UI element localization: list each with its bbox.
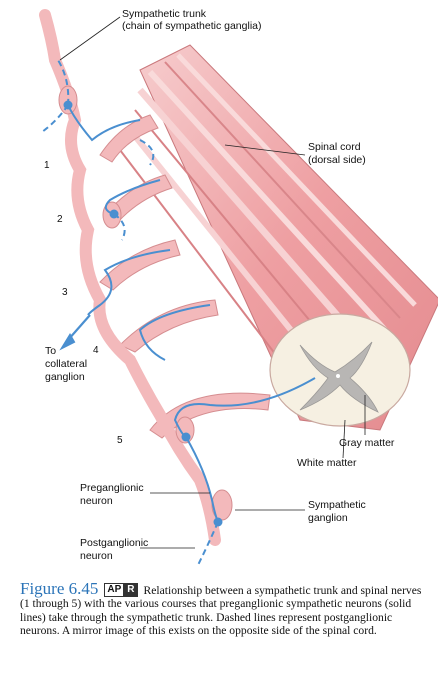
nerve-number-2: 2 <box>57 214 63 225</box>
nerve-number-5: 5 <box>117 435 123 446</box>
label-collateral: collateral <box>45 358 87 370</box>
arrowhead-icon <box>59 333 76 351</box>
nerve-number-1: 1 <box>44 160 50 171</box>
ap-badge: AP <box>104 583 125 597</box>
label-preganglionic: Preganglionic <box>80 482 144 494</box>
label-gray-matter: Gray matter <box>339 437 395 449</box>
label-to: To <box>45 345 56 357</box>
label-sympathetic-ganglion-sub: ganglion <box>308 512 348 524</box>
caption-text: Relationship between a sympathetic trunk… <box>20 584 422 638</box>
nerve-number-3: 3 <box>62 287 68 298</box>
label-white-matter: White matter <box>297 457 357 469</box>
leader-lines <box>59 16 366 549</box>
r-badge: R <box>124 583 138 597</box>
spinal-nerves <box>99 114 271 439</box>
sympathetic-trunk-diagram: Sympathetic trunk (chain of sympathetic … <box>39 8 438 566</box>
label-preganglionic-sub: neuron <box>80 495 113 507</box>
neurons <box>41 59 316 566</box>
ganglion-cell-bodies <box>63 100 223 527</box>
label-sympathetic-trunk: Sympathetic trunk <box>122 8 207 20</box>
figure-number: Figure 6.45 <box>20 579 99 598</box>
label-spinal-cord-sub: (dorsal side) <box>308 154 366 166</box>
nerve-number-4: 4 <box>93 345 99 356</box>
label-postganglionic-sub: neuron <box>80 550 113 562</box>
label-ganglion: ganglion <box>45 371 85 383</box>
label-sympathetic-ganglion: Sympathetic <box>308 499 366 511</box>
cord-cross-section <box>269 313 411 427</box>
label-sympathetic-trunk-sub: (chain of sympathetic ganglia) <box>122 20 262 32</box>
label-postganglionic: Postganglionic <box>80 537 148 549</box>
label-spinal-cord: Spinal cord <box>308 141 361 153</box>
